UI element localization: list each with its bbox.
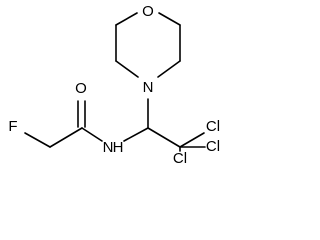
bond-ring-o-c1 xyxy=(115,12,138,26)
atom-amide-hydrogen: H xyxy=(113,139,124,156)
atom-ring-nitrogen: N xyxy=(143,79,154,96)
atom-chlorine-lower: Cl xyxy=(173,150,187,167)
bond-nh-carbonyl xyxy=(81,127,103,142)
atom-chlorine-right: Cl xyxy=(206,138,220,155)
bond-ch-ccl3 xyxy=(147,127,181,148)
bond-ring-n-c3 xyxy=(157,60,181,78)
atom-amide-nitrogen: N xyxy=(103,139,114,156)
bond-c-cl-upper xyxy=(179,132,205,148)
chemical-structure-diagram: O N O F N H Cl Cl Cl xyxy=(8,3,220,167)
bond-carbonyl-ch2 xyxy=(49,127,83,148)
atom-carbonyl-oxygen: O xyxy=(75,80,87,97)
atom-fluorine: F xyxy=(8,118,17,135)
bond-ring-c2-n xyxy=(115,60,139,78)
atom-chlorine-upper: Cl xyxy=(206,118,220,135)
atom-ring-oxygen: O xyxy=(142,3,154,20)
bond-ch-nh xyxy=(123,127,149,142)
bond-ring-c4-o xyxy=(158,12,181,26)
bond-ch2-f xyxy=(24,132,51,148)
